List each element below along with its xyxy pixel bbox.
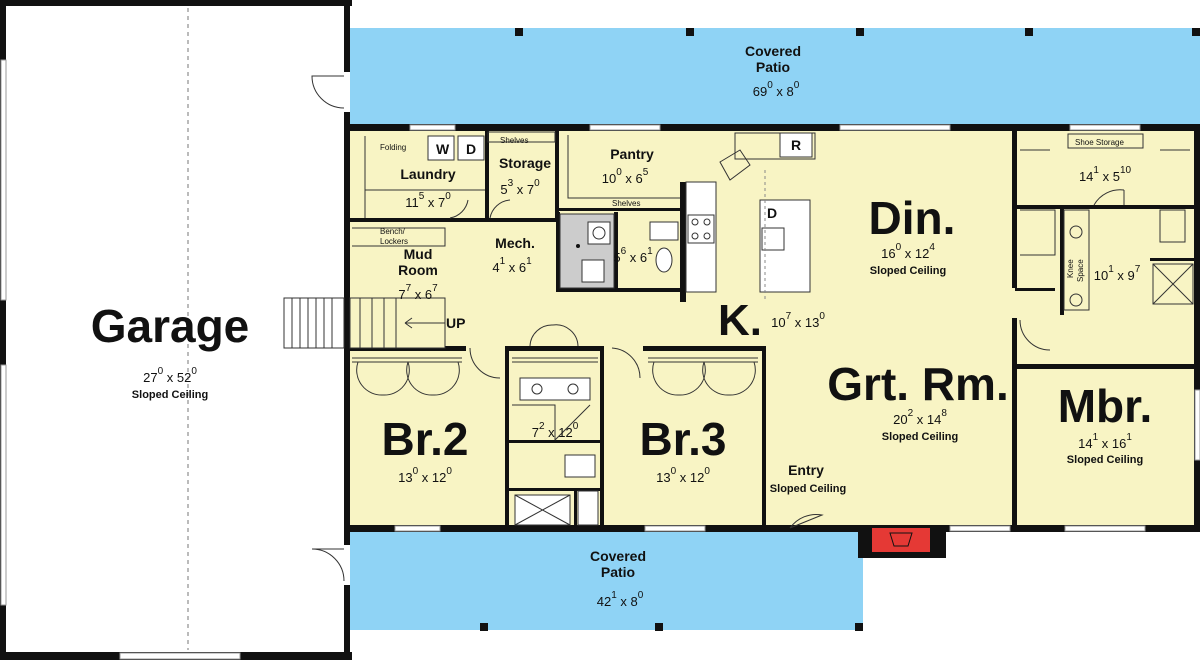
pantry-name: Pantry [610, 146, 654, 162]
pantry-dims: 100 x 65 [602, 167, 649, 186]
storage-name: Storage [499, 155, 551, 171]
covered-patio-top [348, 28, 1200, 126]
dining-note: Sloped Ceiling [870, 265, 946, 277]
dishwasher-label: D [767, 205, 777, 221]
dining-dims: 160 x 124 [881, 242, 935, 261]
patio-top-name-1: Covered [745, 43, 801, 59]
closet-doors [352, 324, 758, 526]
fridge-label: R [791, 137, 801, 153]
lockers-label: Lockers [380, 237, 408, 246]
stair [283, 297, 446, 349]
master-closet-dims: 141 x 510 [1079, 165, 1132, 184]
great-room-name: Grt. Rm. [827, 358, 1008, 410]
master-note: Sloped Ceiling [1067, 454, 1143, 466]
bench-label: Bench/ [380, 227, 406, 236]
knee-space-label-1: Knee [1066, 259, 1075, 278]
patio-bottom-name-2: Patio [601, 564, 635, 580]
dining-name: Din. [869, 192, 956, 244]
covered-patio-bottom [348, 530, 863, 630]
master-dims: 141 x 161 [1078, 432, 1132, 451]
patio-top-dims: 690 x 80 [753, 80, 800, 99]
mech-dims: 41 x 61 [492, 256, 532, 275]
laundry-fixtures [352, 131, 556, 247]
patio-top-name-2: Patio [756, 59, 790, 75]
dryer-label: D [466, 141, 476, 157]
garage-name: Garage [91, 300, 250, 352]
house-floor [348, 128, 1198, 528]
mech-name: Mech. [495, 235, 535, 251]
kitchen-name: K. [718, 296, 762, 345]
laundry-name: Laundry [400, 166, 455, 182]
br2-name: Br.2 [382, 413, 469, 465]
kitchen-dims: 107 x 130 [771, 311, 825, 330]
mud-room-dims: 77 x 67 [398, 283, 438, 302]
garage-note: Sloped Ceiling [132, 389, 208, 401]
entry-name: Entry [788, 462, 824, 478]
laundry-dims: 115 x 70 [405, 191, 451, 210]
great-room-note: Sloped Ceiling [882, 431, 958, 443]
knee-space-label-2: Space [1076, 259, 1085, 282]
shoe-storage-label: Shoe Storage [1075, 138, 1124, 147]
washer-label: W [436, 141, 450, 157]
br3-name: Br.3 [640, 413, 727, 465]
patio-bottom-name-1: Covered [590, 548, 646, 564]
garage-dims: 270 x 520 [143, 366, 197, 385]
master-fixtures [1019, 133, 1194, 351]
interior-walls [348, 128, 1195, 528]
powder-dims: 56 x 61 [613, 246, 653, 265]
great-room-dims: 202 x 148 [893, 408, 947, 427]
br3-dims: 130 x 120 [656, 466, 710, 485]
mud-room-name-1: Mud [404, 246, 433, 262]
pantry-shelves-label: Shelves [612, 199, 640, 208]
laundry-folding-label: Folding [380, 143, 406, 152]
mud-room-name-2: Room [398, 262, 438, 278]
br2-dims: 130 x 120 [398, 466, 452, 485]
fireplace [872, 528, 930, 552]
stair-up-label: UP [446, 315, 465, 331]
bath2-dims: 72 x 120 [532, 421, 579, 440]
patio-bottom-dims: 421 x 80 [597, 590, 644, 609]
kitchen-fixtures [567, 132, 816, 300]
storage-dims: 53 x 70 [500, 178, 540, 197]
entry-note: Sloped Ceiling [770, 483, 846, 495]
patio-posts [480, 28, 1200, 631]
master-bath-dims: 101 x 97 [1094, 264, 1141, 283]
master-name: Mbr. [1058, 380, 1153, 432]
storage-shelves-label: Shelves [500, 136, 528, 145]
